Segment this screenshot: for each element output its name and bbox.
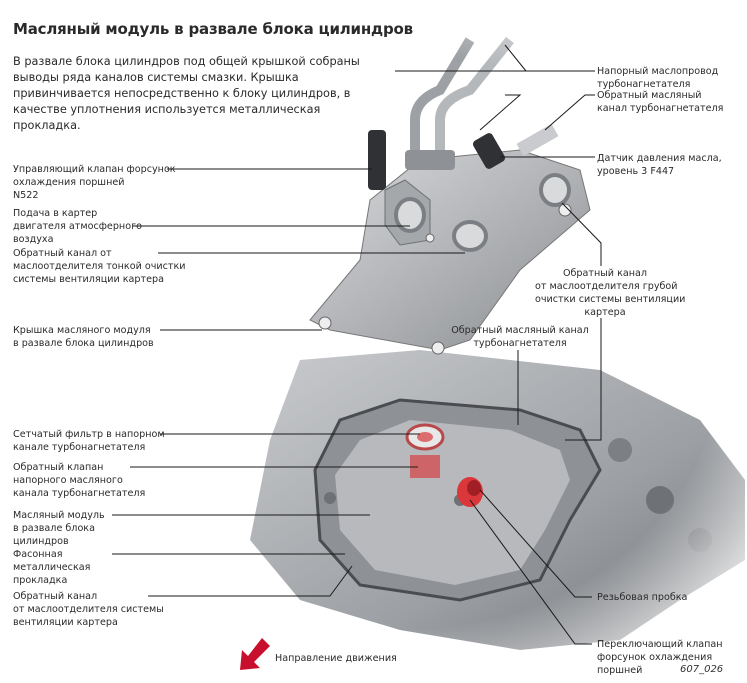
direction-label: Направление движения xyxy=(275,653,397,664)
direction-arrow-icon xyxy=(240,638,270,670)
intro-text: В развале блока цилиндров под общей крыш… xyxy=(13,55,360,132)
label-pressure-sensor: Датчик давления масла,уровень 3 F447 xyxy=(597,153,722,177)
page-title: Масляный модуль в развале блока цилиндро… xyxy=(13,20,413,38)
figure-id: 607_026 xyxy=(680,664,724,675)
label-screw-plug: Резьбовая пробка xyxy=(597,592,688,603)
leader-lines xyxy=(112,44,602,645)
